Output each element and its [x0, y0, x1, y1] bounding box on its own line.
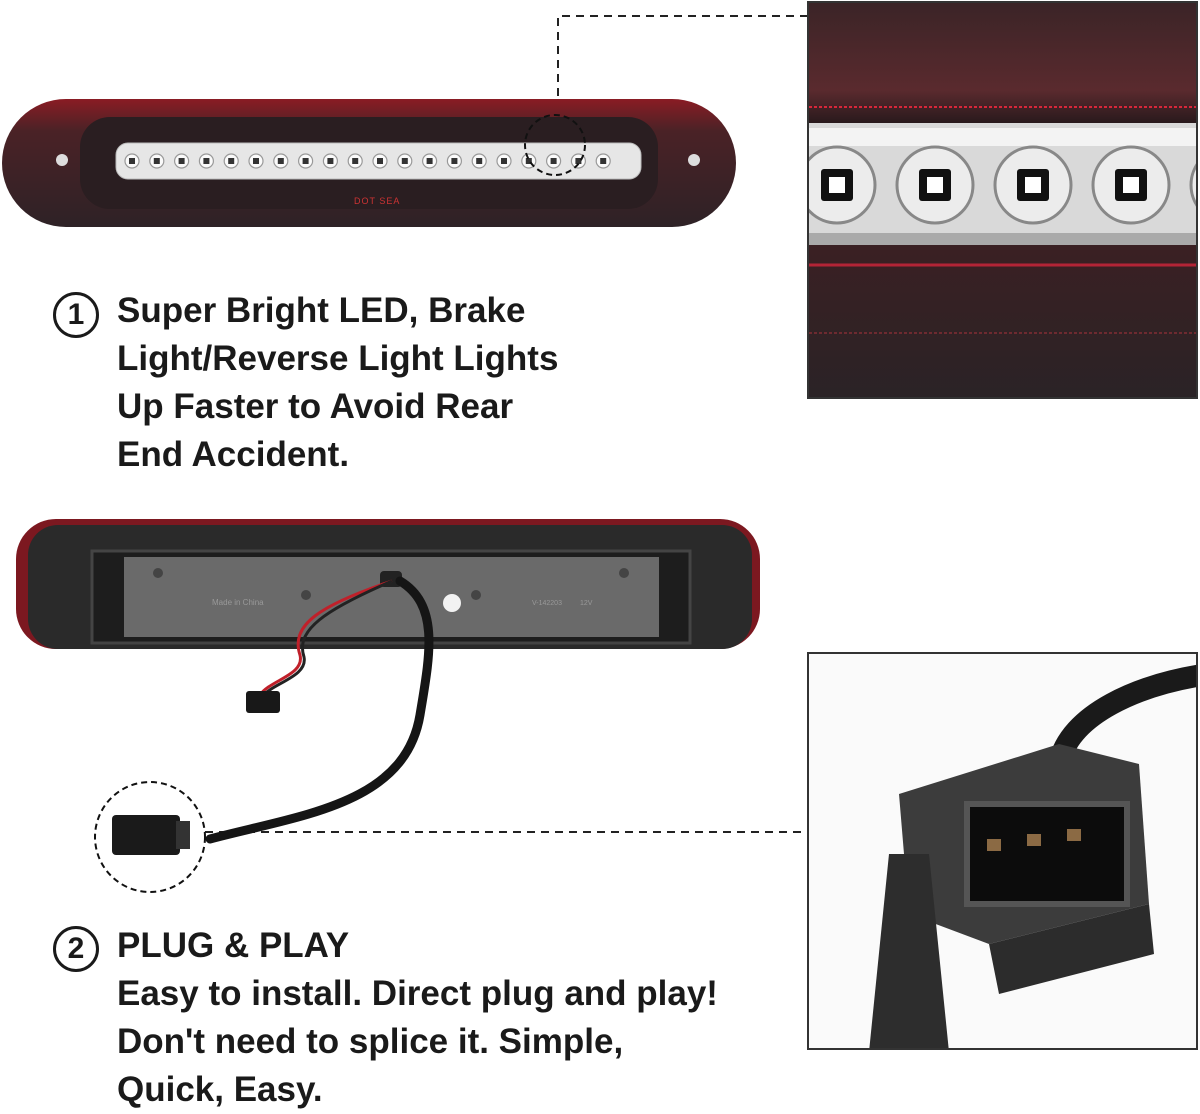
connector-closeup-photo	[807, 652, 1198, 1050]
feature-1-line: Super Bright LED, Brake	[117, 291, 526, 330]
feature-1-line: Up Faster to Avoid Rear	[117, 387, 514, 426]
zoom-led-emitter	[829, 177, 845, 193]
led-chip	[550, 158, 557, 164]
led-chip	[401, 158, 408, 164]
feature-2-line: Quick, Easy.	[117, 1070, 323, 1109]
led-chip	[178, 158, 185, 164]
led-chip	[277, 158, 284, 164]
zoom-led-emitter	[1123, 177, 1139, 193]
led-chip	[525, 158, 532, 164]
back-marking-origin: Made in China	[212, 598, 264, 607]
feature-1-line: Light/Reverse Light Lights	[117, 339, 559, 378]
led-chip	[426, 158, 433, 164]
led-chip	[451, 158, 458, 164]
led-chip	[228, 158, 235, 164]
led-chip	[302, 158, 309, 164]
zoom-led-emitter	[1025, 177, 1041, 193]
led-chip	[476, 158, 483, 164]
feature-2-line: PLUG & PLAY	[117, 926, 350, 965]
zoom-led-lens	[1189, 163, 1196, 207]
feature-2-line: Don't need to splice it. Simple,	[117, 1022, 624, 1061]
led-closeup-photo	[807, 1, 1198, 399]
led-chip	[352, 158, 359, 164]
feature-2-number-badge: 2	[53, 926, 99, 972]
feature-2-line: Easy to install. Direct plug and play!	[117, 974, 718, 1013]
led-chip	[253, 158, 259, 164]
feature-2-description: PLUG & PLAY Easy to install. Direct plug…	[117, 922, 718, 1114]
brake-light-front-view: DOT SEA	[2, 99, 736, 227]
led-chip	[327, 158, 334, 164]
front-marking: DOT SEA	[354, 196, 400, 206]
led-chip	[153, 158, 160, 164]
feature-1-line: End Accident.	[117, 435, 350, 474]
feature-1-number-badge: 1	[53, 292, 99, 338]
back-marking-code: V-142203	[532, 600, 562, 607]
back-marking-voltage: 12V	[580, 600, 593, 607]
led-chip	[129, 158, 135, 164]
zoom-led-emitter	[927, 177, 943, 193]
led-chip	[501, 158, 507, 164]
led-chip	[203, 158, 210, 164]
brake-light-back-view: Made in China V-142203 12V	[16, 519, 760, 893]
feature-1-description: Super Bright LED, Brake Light/Reverse Li…	[117, 287, 558, 479]
led-chip	[600, 158, 607, 164]
led-chip	[377, 158, 383, 164]
led-chip	[575, 158, 582, 164]
